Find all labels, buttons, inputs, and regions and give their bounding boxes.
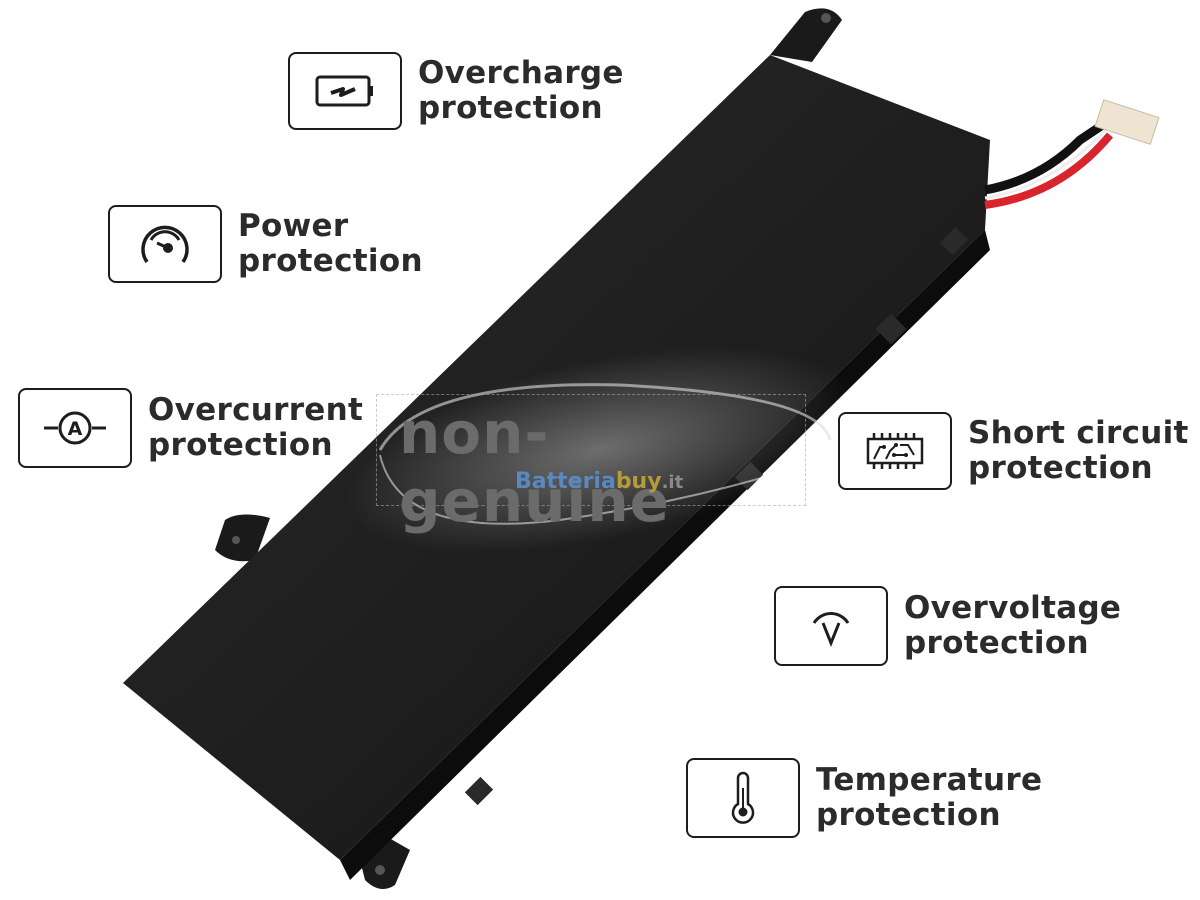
icon-box: A: [18, 388, 132, 468]
svg-text:A: A: [68, 418, 83, 440]
icon-box: [686, 758, 800, 838]
gauge-icon: [141, 225, 189, 264]
feature-label: Short circuit protection: [968, 415, 1189, 486]
feature-label: Temperature protection: [816, 762, 1043, 833]
watermark-text: non-genuine: [399, 399, 670, 535]
feature-label: Overcharge protection: [418, 55, 624, 126]
feature-short-circuit: Short circuit protection: [838, 412, 1189, 490]
icon-box: [774, 586, 888, 666]
battery-charge-icon: [315, 75, 373, 107]
feature-overvoltage: Overvoltage protection: [774, 586, 1121, 666]
feature-power: Power protection: [108, 205, 423, 283]
icon-box: [288, 52, 402, 130]
icon-box: [838, 412, 952, 490]
thermometer-icon: [731, 771, 755, 824]
feature-label: Power protection: [238, 208, 423, 279]
feature-label: Overvoltage protection: [904, 590, 1122, 661]
circuit-chip-icon: [866, 433, 924, 469]
icon-box: [108, 205, 222, 283]
feature-temperature: Temperature protection: [686, 758, 1042, 838]
watermark-brand: Batteriabuy.it: [515, 469, 684, 494]
feature-overcharge: Overcharge protection: [288, 52, 624, 130]
feature-overcurrent: A Overcurrent protection: [18, 388, 363, 468]
ammeter-icon: A: [44, 411, 106, 445]
watermark: non-genuine Batteriabuy.it: [376, 394, 806, 535]
feature-label: Overcurrent protection: [148, 392, 364, 463]
voltage-icon: [812, 612, 850, 648]
